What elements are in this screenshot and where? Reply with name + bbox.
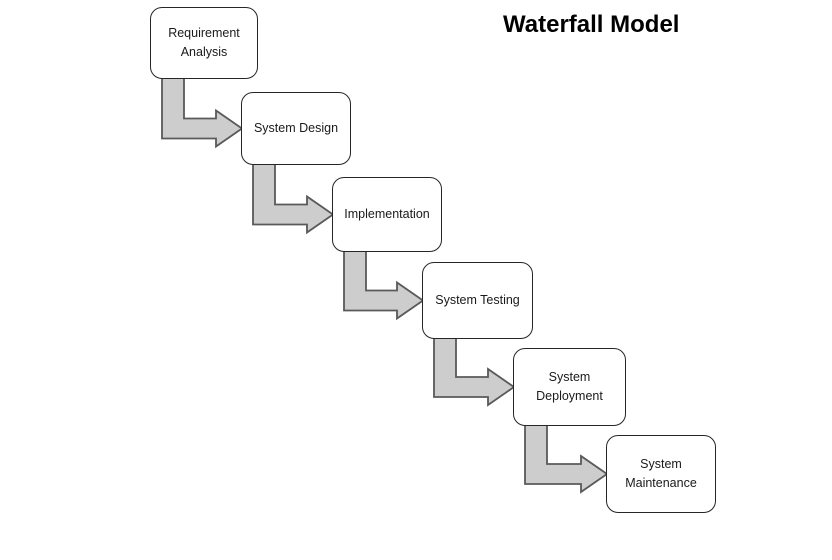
- bent-arrow-connector: [161, 72, 244, 149]
- bent-arrow-connector: [252, 158, 335, 235]
- bent-arrow-connector: [524, 419, 609, 494]
- bent-arrow-connector: [343, 245, 425, 321]
- diagram-title: Waterfall Model: [503, 11, 680, 38]
- bent-arrow-connector: [433, 332, 516, 407]
